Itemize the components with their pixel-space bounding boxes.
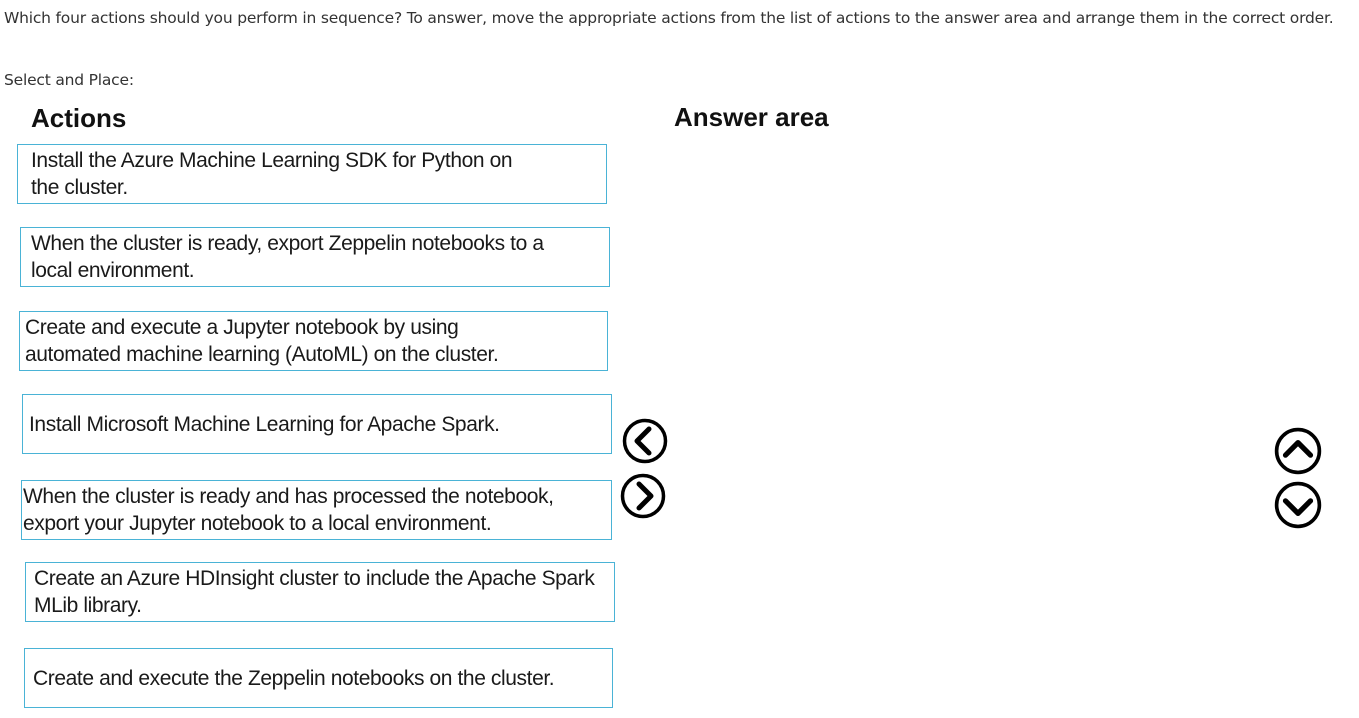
question-instruction: Select and Place:	[4, 71, 134, 89]
action-item-text: When the cluster is ready and has proces…	[23, 485, 554, 535]
action-item-text: Install the Azure Machine Learning SDK f…	[31, 149, 513, 199]
chevron-down-circle-icon	[1274, 481, 1322, 529]
action-item-text: Create and execute a Jupyter notebook by…	[25, 316, 499, 366]
answer-drop-zone[interactable]	[670, 140, 1250, 700]
action-item[interactable]: When the cluster is ready, export Zeppel…	[20, 227, 610, 287]
action-item-text: Create an Azure HDInsight cluster to inc…	[34, 567, 595, 617]
action-item[interactable]: When the cluster is ready and has proces…	[21, 480, 612, 540]
action-item-text: When the cluster is ready, export Zeppel…	[31, 232, 544, 282]
action-item-text: Create and execute the Zeppelin notebook…	[33, 666, 555, 690]
move-down-button[interactable]	[1274, 481, 1322, 529]
action-item-text: Install Microsoft Machine Learning for A…	[29, 412, 500, 436]
action-item[interactable]: Install Microsoft Machine Learning for A…	[22, 394, 612, 454]
action-item[interactable]: Create and execute the Zeppelin notebook…	[24, 648, 613, 708]
move-right-button[interactable]	[620, 473, 666, 519]
chevron-right-circle-icon	[620, 473, 666, 519]
question-text: Which four actions should you perform in…	[4, 9, 1334, 27]
move-left-button[interactable]	[622, 418, 668, 464]
actions-heading: Actions	[31, 103, 127, 133]
answer-area-heading: Answer area	[674, 102, 829, 132]
action-item[interactable]: Create an Azure HDInsight cluster to inc…	[25, 562, 615, 622]
action-item[interactable]: Install the Azure Machine Learning SDK f…	[17, 144, 607, 204]
chevron-up-circle-icon	[1274, 427, 1322, 475]
move-up-button[interactable]	[1274, 427, 1322, 475]
chevron-left-circle-icon	[622, 418, 668, 464]
action-item[interactable]: Create and execute a Jupyter notebook by…	[19, 311, 608, 371]
